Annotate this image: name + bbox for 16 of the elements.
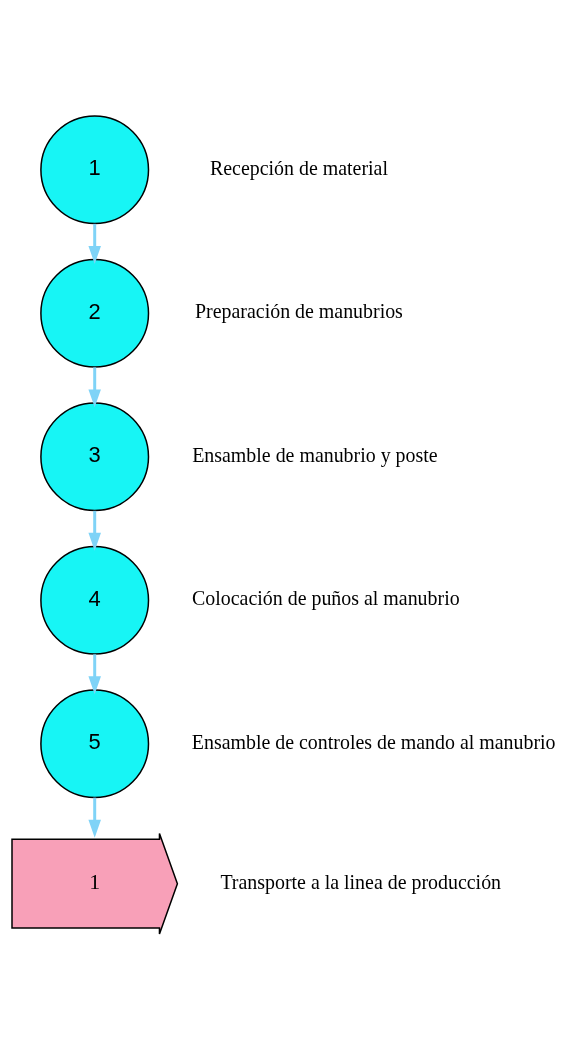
arrow bbox=[88, 223, 101, 264]
arrow bbox=[88, 366, 101, 407]
node-label: Ensamble de controles de mando al manubrio bbox=[191, 730, 556, 753]
arrow bbox=[88, 510, 101, 551]
node-label: Transporte a la linea de producción bbox=[220, 870, 502, 893]
node-circle: 5 bbox=[40, 688, 150, 798]
node-label: Colocación de puños al manubrio bbox=[192, 586, 460, 609]
node-circle: 3 bbox=[40, 401, 150, 511]
node-label: Recepción de material bbox=[209, 156, 388, 179]
node-label: Ensamble de manubrio y poste bbox=[192, 443, 438, 466]
arrow bbox=[88, 653, 101, 694]
node-circle: 1 bbox=[40, 114, 150, 224]
node-circle: 4 bbox=[40, 545, 150, 655]
node-label: Preparación de manubrios bbox=[195, 299, 403, 322]
node-circle: 2 bbox=[40, 258, 150, 368]
arrow bbox=[88, 797, 101, 838]
